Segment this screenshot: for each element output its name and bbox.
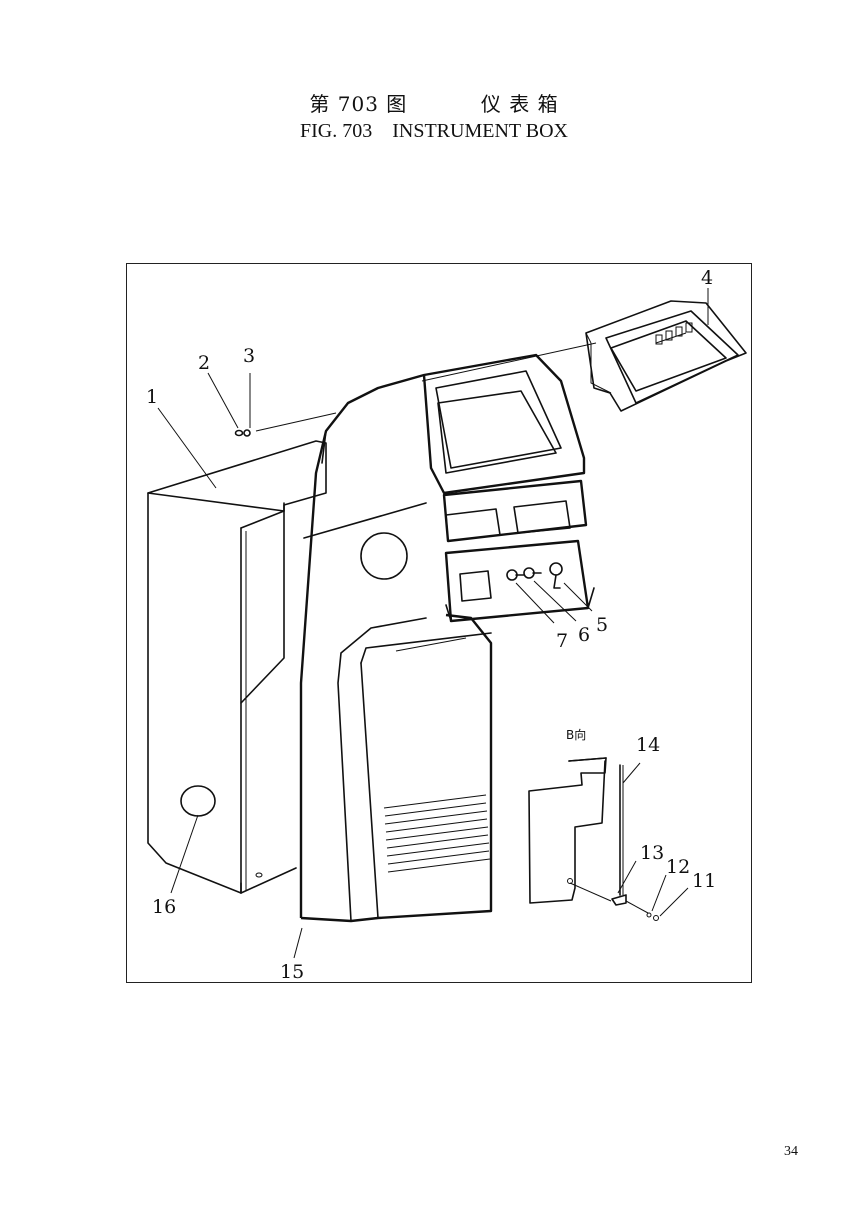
round-cutout-16 (180, 785, 216, 817)
display-box (585, 300, 747, 412)
callout-4: 4 (701, 267, 713, 289)
switch-knobs (506, 562, 563, 589)
side-cover-panel (147, 440, 327, 894)
callout-7: 7 (556, 630, 568, 652)
callout-13: 13 (640, 842, 664, 864)
callout-15: 15 (280, 961, 304, 983)
vent-slots (383, 794, 491, 873)
callout-16: 16 (152, 896, 176, 918)
callout-11: 11 (692, 870, 716, 892)
leader-lines (157, 288, 709, 959)
callout-12: 12 (666, 856, 690, 878)
page-number: 34 (784, 1144, 798, 1159)
console-housing (299, 373, 493, 923)
instrument-box-drawing: 1 2 3 4 5 6 7 11 12 13 14 15 16 B向 (146, 267, 747, 983)
view-label-b: B向 (566, 727, 586, 742)
detail-b-panel (528, 757, 659, 921)
figure-frame (126, 263, 752, 983)
callout-6: 6 (578, 624, 590, 646)
figure-title-english: FIG. 703 INSTRUMENT BOX (300, 120, 568, 142)
instrument-face (422, 353, 595, 623)
callout-labels: 1 2 3 4 5 6 7 11 12 13 14 15 16 B向 (146, 267, 716, 983)
round-gauge-hole (360, 532, 408, 580)
bolt-washer (234, 342, 597, 437)
callout-3: 3 (243, 345, 255, 367)
callout-1: 1 (146, 386, 158, 408)
callout-14: 14 (636, 734, 660, 756)
callout-2: 2 (198, 352, 210, 374)
figure-title-chinese: 第 703 图 仪 表 箱 (309, 92, 559, 116)
callout-5: 5 (596, 614, 608, 636)
